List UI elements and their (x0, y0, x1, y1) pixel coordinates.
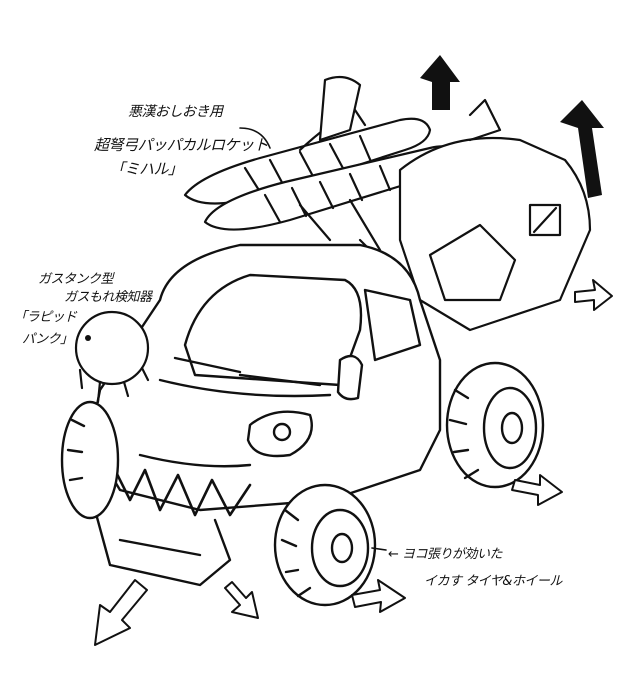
punk-note-line-2: パンク」 (22, 332, 73, 347)
car-body (88, 243, 442, 587)
arrow-right-lower (511, 474, 563, 506)
up-arrow-right (560, 100, 604, 198)
wheel-rear-right (445, 361, 545, 489)
tank-note-line-2: ガスもれ検知器 (64, 290, 152, 305)
wheel-front-right (273, 483, 377, 607)
gas-tank-sensor (74, 310, 150, 404)
wheel-front-left (60, 400, 120, 520)
wheel-note-line-1: ← ヨコ張りが効いた (388, 547, 503, 562)
rear-shell (398, 98, 592, 332)
missile-note-line-1: 悪漢おしおき用 (128, 104, 223, 120)
missile-note-line-2: 超弩弓パッパカルロケット (94, 136, 269, 154)
tank-note-line-1: ガスタンク型 (38, 272, 114, 287)
punk-note-line-1: 「ラピッド (14, 310, 77, 325)
arrow-bottom-mid (224, 581, 259, 619)
missile-launcher (183, 75, 460, 262)
wheel-note-line-2: イカす タイヤ&ホイール (424, 574, 562, 589)
arrow-right-upper (574, 279, 613, 311)
up-arrow-left (420, 55, 460, 110)
arrow-front-left (94, 579, 148, 646)
missile-note-line-3: 「ミハル」 (110, 160, 183, 178)
arrow-bottom-right (351, 579, 406, 613)
leader-lines (239, 127, 387, 551)
